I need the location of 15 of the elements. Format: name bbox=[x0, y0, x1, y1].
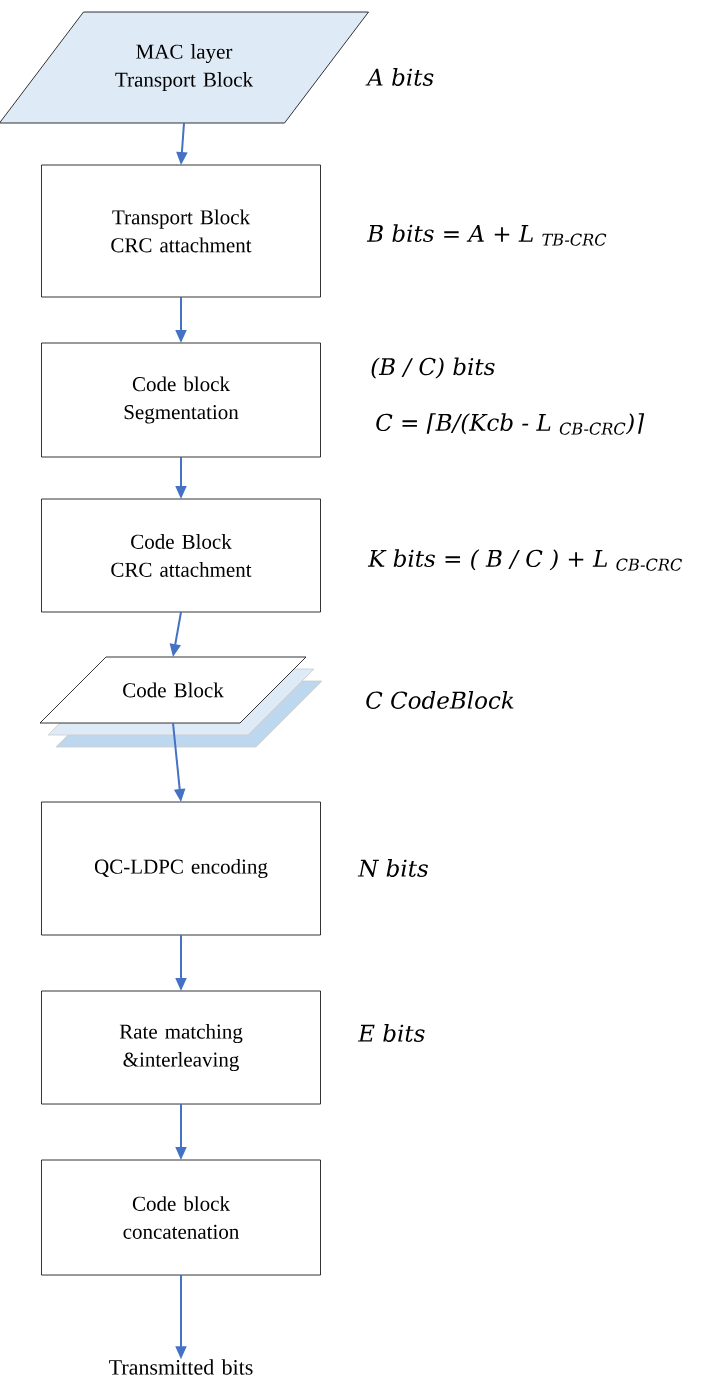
output-label: Transmitted bits bbox=[109, 1359, 253, 1375]
process-box: Rate matching &interleaving bbox=[41, 990, 321, 1105]
side-formula: C CodeBlock bbox=[366, 691, 514, 709]
process-box: Code block Segmentation bbox=[41, 342, 321, 458]
side-formula: (B / C) bits bbox=[371, 357, 495, 379]
side-formula: C = ⌈B/(Kcb - L $_{CB-CRC}$)⌉ bbox=[376, 413, 645, 435]
process-box: Code block concatenation bbox=[41, 1159, 321, 1276]
side-formula: K bits = ( B / C ) + L $_{CB-CRC}$ bbox=[367, 549, 682, 571]
process-box: Code Block CRC attachment bbox=[41, 498, 321, 613]
side-formula: B bits = A + L $_{TB-CRC}$ bbox=[366, 224, 607, 246]
process-box: Transport Block CRC attachment bbox=[41, 164, 321, 298]
side-formula: E bits bbox=[357, 1024, 425, 1042]
stacked-data-parallelogram: Code Block bbox=[39, 656, 323, 748]
process-box: QC-LDPC encoding bbox=[41, 801, 321, 936]
side-formula: N bits bbox=[357, 859, 428, 877]
